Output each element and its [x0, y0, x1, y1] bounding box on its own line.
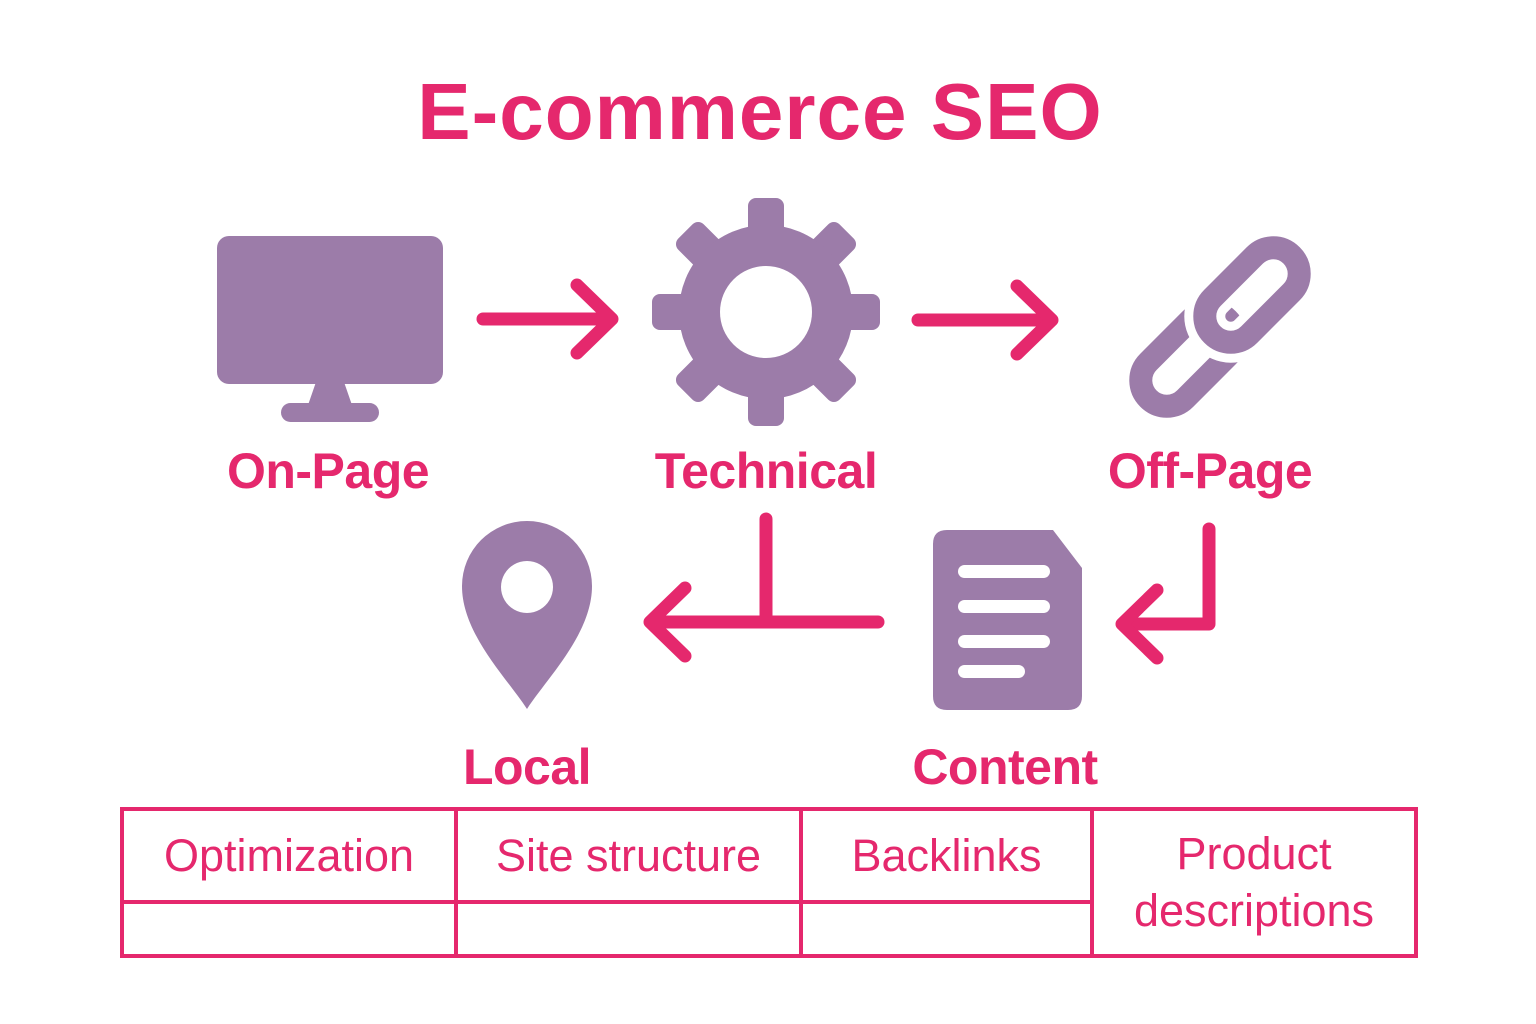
arrow-technical-to-local [643, 512, 885, 663]
table-column-backlinks: Backlinks [803, 811, 1094, 954]
node-label-technical: Technical [654, 443, 878, 499]
table-cell-empty [124, 904, 454, 954]
arrow-technical-to-offpage [911, 279, 1059, 361]
location-pin-icon [462, 521, 592, 709]
table-header-optimization: Optimization [163, 829, 415, 881]
chain-link-icon [1129, 227, 1320, 418]
page-title: E-commerce SEO [417, 67, 1103, 156]
table-cell-empty [458, 904, 799, 954]
table-column-site-structure: Site structure [458, 811, 803, 954]
table-column-optimization: Optimization [124, 811, 458, 954]
seo-topics-table: Optimization Site structure Backlinks Pr… [120, 807, 1418, 958]
node-label-local: Local [462, 739, 592, 795]
node-label-content: Content [912, 739, 1098, 795]
arrow-offpage-to-content [1115, 522, 1216, 665]
table-header-site-structure: Site structure [495, 829, 762, 881]
node-label-on-page: On-Page [226, 443, 430, 499]
arrow-onpage-to-technical [476, 278, 619, 360]
gear-icon [652, 198, 880, 426]
table-cell-empty [803, 904, 1090, 954]
table-header-backlinks: Backlinks [851, 829, 1042, 881]
table-column-product-descriptions: Product descriptions [1094, 811, 1414, 954]
table-header-product-descriptions: Product descriptions [1133, 828, 1375, 936]
node-label-off-page: Off-Page [1107, 443, 1313, 499]
monitor-icon [217, 236, 443, 422]
document-icon [933, 530, 1082, 710]
